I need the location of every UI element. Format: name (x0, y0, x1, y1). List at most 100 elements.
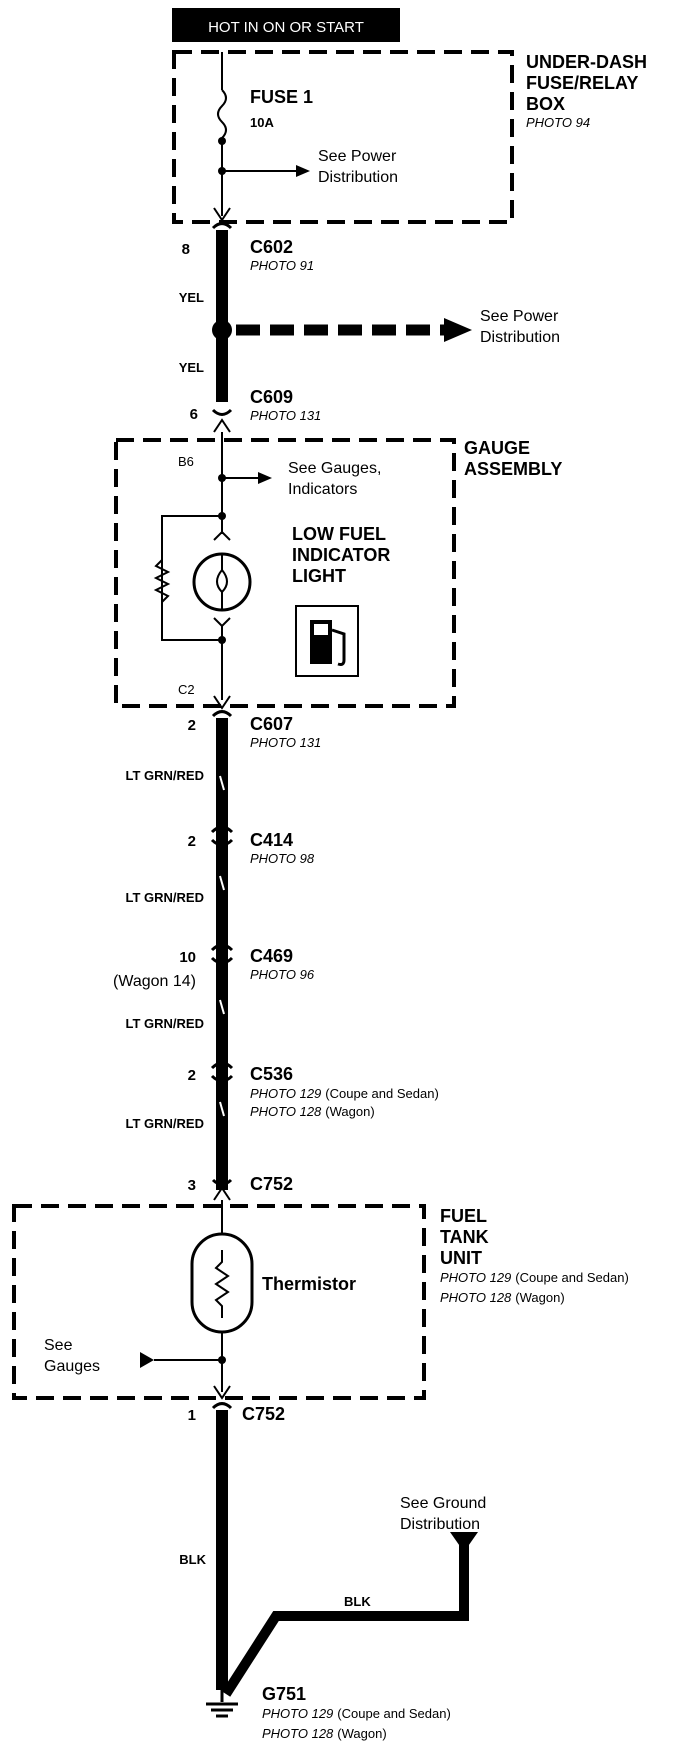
gauge-pin-top: B6 (178, 454, 194, 469)
c414-pin: 2 (188, 833, 196, 850)
blk-main-wire-label: BLK (179, 1552, 206, 1567)
light-name-line-2: INDICATOR (292, 545, 390, 565)
gauges-ref-2-line-2: Gauges (44, 1358, 100, 1375)
gauges-ref-1-line-2: Indicators (288, 481, 357, 498)
c602-id: C602 (250, 237, 293, 257)
gauges-ref-2-line-1: See (44, 1337, 73, 1354)
wire-label-grn-3: LT GRN/RED (126, 1016, 204, 1031)
fuel-tank-name-line-3: UNIT (440, 1248, 482, 1268)
c469-id: C469 (250, 946, 293, 966)
blk-branch-wire (221, 1542, 469, 1697)
fuel-tank-photo-2: PHOTO 128(Wagon) (440, 1290, 565, 1305)
thermistor-resistor-icon (214, 1250, 230, 1318)
c752-bottom-id: C752 (242, 1404, 285, 1424)
fuel-tank-unit-outline (12, 1204, 426, 1400)
c602-photo: PHOTO 91 (250, 258, 314, 273)
c414-id: C414 (250, 830, 293, 850)
resistor-junction-top (218, 512, 226, 520)
power-ref-1-line-2: Distribution (318, 169, 398, 186)
c609-pin: 6 (190, 406, 198, 423)
ground-photo-2: PHOTO 128(Wagon) (262, 1726, 387, 1741)
c752-top-id: C752 (250, 1174, 293, 1194)
c752-bottom-connector-male-icon (211, 1402, 233, 1410)
power-ref-2-line-2: Distribution (480, 329, 560, 346)
light-name-line-3: LIGHT (292, 566, 346, 586)
gauge-assembly-name-line-2: ASSEMBLY (464, 459, 562, 479)
light-name-line-1: LOW FUEL (292, 524, 386, 544)
c414-connector-icon (210, 825, 234, 847)
fuse-box-outline (172, 50, 514, 224)
header-label: HOT IN ON OR START (208, 19, 364, 36)
c609-connector-icon (213, 418, 231, 433)
blk-branch-wire-label: BLK (344, 1594, 371, 1609)
gauge-pin-bottom: C2 (178, 682, 195, 697)
fuse-name: FUSE 1 (250, 87, 313, 107)
c752-top-connector-male-icon (211, 1178, 233, 1186)
fuel-tank-name-line-2: TANK (440, 1227, 489, 1247)
header-box (172, 8, 400, 42)
fuse-rating: 10A (250, 115, 274, 130)
gauge-assembly-name-line-1: GAUGE (464, 438, 530, 458)
gauges-ref-1-arrow-icon (258, 472, 272, 484)
c602-connector-icon (213, 207, 231, 222)
c602-connector-male-icon (211, 222, 233, 230)
c536-connector-icon (210, 1061, 234, 1083)
ground-ref-arrow-icon (450, 1532, 478, 1552)
fuel-pump-icon (295, 605, 359, 677)
c602-pin: 8 (182, 241, 190, 258)
c469-connector-icon (210, 943, 234, 965)
c609-id: C609 (250, 387, 293, 407)
power-ref-1-line-1: See Power (318, 148, 397, 165)
c469-photo: PHOTO 96 (250, 967, 315, 982)
gauges-ref-2-arrow-icon (140, 1352, 154, 1368)
ground-symbol-icon (206, 1690, 238, 1718)
ground-photo-1: PHOTO 129(Coupe and Sedan) (262, 1706, 451, 1721)
yel-splice-dot (212, 320, 232, 340)
gauge-assembly-outline (114, 438, 456, 708)
yel-wire-label-upper: YEL (179, 290, 204, 305)
power-ref-2-line-1: See Power (480, 308, 559, 325)
c752-top-connector-icon (213, 1186, 231, 1201)
ground-id: G751 (262, 1684, 306, 1704)
c752-bottom-connector-icon (213, 1385, 231, 1400)
c469-pin: 10 (179, 949, 196, 966)
bulb-filament-icon (216, 554, 228, 610)
c607-photo: PHOTO 131 (250, 735, 321, 750)
fuse-icon (217, 89, 227, 139)
wire-label-grn-4: LT GRN/RED (126, 1116, 204, 1131)
fuse-box-photo: PHOTO 94 (526, 115, 590, 130)
c607-connector-male-icon (211, 710, 233, 718)
c607-id: C607 (250, 714, 293, 734)
fuel-tank-name-line-1: FUEL (440, 1206, 487, 1226)
fuel-tank-photo-1: PHOTO 129(Coupe and Sedan) (440, 1270, 629, 1285)
c536-id: C536 (250, 1064, 293, 1084)
c752-bottom-pin: 1 (188, 1407, 196, 1424)
yel-wire-label-lower: YEL (179, 360, 204, 375)
c536-photo-1: PHOTO 129(Coupe and Sedan) (250, 1086, 439, 1101)
wire-stripe-marks (219, 775, 225, 1117)
c536-pin: 2 (188, 1067, 196, 1084)
wire-label-grn-1: LT GRN/RED (126, 768, 204, 783)
ground-ref-line-2: Distribution (400, 1516, 480, 1533)
c414-photo: PHOTO 98 (250, 851, 315, 866)
light-connector-top-icon (213, 530, 231, 541)
power-ref-2-arrow-icon (444, 318, 472, 342)
c607-connector-icon (213, 695, 231, 710)
gauges-ref-1-line-1: See Gauges, (288, 460, 381, 477)
fuse-box-name-line-1: UNDER-DASH (526, 52, 647, 72)
fuse-box-name-line-2: FUSE/RELAY (526, 73, 638, 93)
light-connector-bottom-icon (213, 617, 231, 628)
ground-ref-line-1: See Ground (400, 1495, 486, 1512)
resistor-loop-wire (161, 515, 222, 641)
c469-pin-note: (Wagon 14) (113, 973, 196, 990)
c536-photo-2: PHOTO 128(Wagon) (250, 1104, 375, 1119)
c609-connector-male-icon (211, 408, 233, 416)
c607-pin: 2 (188, 717, 196, 734)
power-ref-1-arrow-icon (296, 165, 310, 177)
c752-top-pin: 3 (188, 1177, 196, 1194)
wire-label-grn-2: LT GRN/RED (126, 890, 204, 905)
fuse-box-name-line-3: BOX (526, 94, 565, 114)
resistor-icon (153, 559, 171, 603)
c609-photo: PHOTO 131 (250, 408, 321, 423)
